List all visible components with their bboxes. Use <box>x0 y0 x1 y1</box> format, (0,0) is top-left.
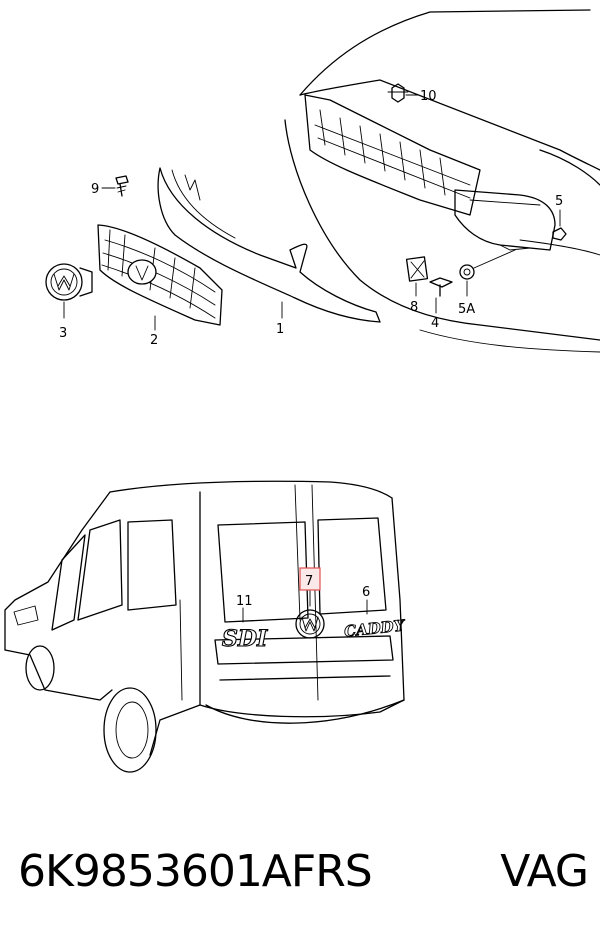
callout-3: 3 <box>59 326 67 341</box>
callout-10: 10 <box>420 89 437 104</box>
callout-2: 2 <box>150 333 158 348</box>
caddy-badge: CADDY <box>343 616 406 640</box>
callout-4: 4 <box>431 316 439 331</box>
callout-9: 9 <box>91 182 99 197</box>
callout-6: 6 <box>362 585 370 600</box>
callout-1: 1 <box>276 322 284 337</box>
front-car-body <box>284 9 600 353</box>
clip-part-10 <box>387 83 419 103</box>
screw-part-9 <box>101 175 129 197</box>
part-number: 6K9853601AFRS <box>18 845 373 897</box>
rear-van-body <box>4 480 405 773</box>
callout-7: 7 <box>305 574 313 589</box>
footer: 6K9853601AFRS VAG <box>18 836 589 906</box>
highlight-box-7 <box>299 567 321 591</box>
sticker-part-8 <box>405 256 429 297</box>
clip-part-4 <box>429 277 453 314</box>
nut-part-5a <box>459 249 516 297</box>
callout-5: 5 <box>555 194 563 209</box>
front-emblem-part-3 <box>45 263 93 319</box>
callout-8: 8 <box>410 300 418 315</box>
grille-frame-part-1 <box>157 167 381 323</box>
callout-11: 11 <box>236 594 253 609</box>
brand-name: VAG <box>500 845 589 897</box>
callout-5a: 5A <box>458 302 475 317</box>
sdi-badge: SDI <box>222 626 268 652</box>
screw-part-5 <box>552 209 567 241</box>
grille-part-2 <box>97 224 223 331</box>
rear-emblem-part-7 <box>295 609 325 639</box>
